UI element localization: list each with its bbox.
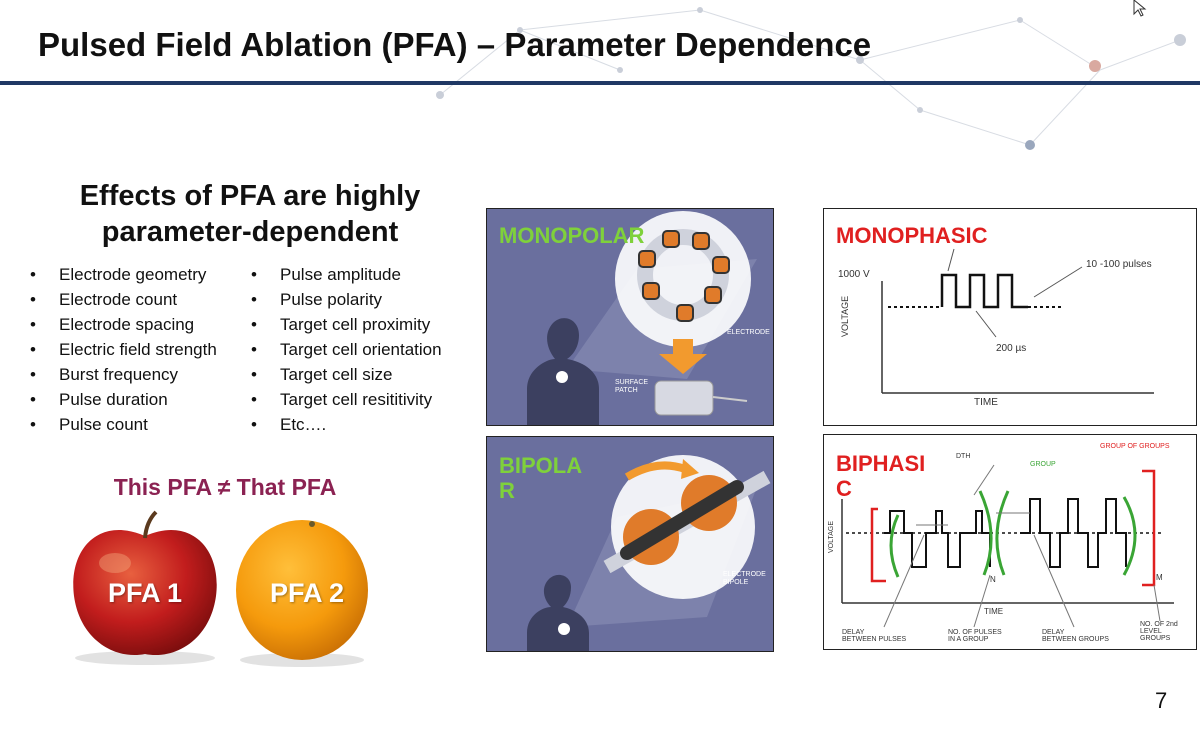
delay-between-groups: DELAY BETWEEN GROUPS	[1042, 629, 1109, 643]
bipolar-illustration	[527, 455, 771, 651]
biphasic-panel: BIPHASI C DTH GROUP GROUP OF GROUPS VOLT…	[823, 434, 1197, 650]
apple-image	[73, 510, 217, 665]
electrode-label: ELECTRODE	[727, 329, 770, 336]
orange-label: PFA 2	[270, 578, 345, 608]
list-item: Electrode geometry	[30, 264, 235, 286]
biphasic-waveform	[841, 464, 1174, 628]
apple-label: PFA 1	[108, 578, 183, 608]
no-pulses-line-1: NO. OF PULSES	[948, 629, 1002, 636]
surface-patch-line-1: SURFACE	[615, 379, 649, 386]
group-of-groups-label: GROUP OF GROUPS	[1100, 443, 1170, 450]
voltage-1000v: 1000 V	[838, 269, 870, 280]
no-groups-line-2: LEVEL	[1140, 628, 1162, 635]
biphasic-ylabel: VOLTAGE	[828, 520, 835, 553]
bipolar-label-line-1: BIPOLA	[499, 453, 583, 478]
surface-patch-line-2: PATCH	[615, 387, 638, 394]
delay-groups-line-2: BETWEEN GROUPS	[1042, 636, 1109, 643]
dth-label: DTH	[956, 453, 971, 460]
heading-line-1: Effects of PFA are highly	[79, 180, 421, 212]
no-groups-line-3: GROUPS	[1140, 635, 1171, 642]
duration-annotation: 200 µs	[996, 343, 1027, 354]
group-label: GROUP	[1030, 461, 1056, 468]
electrode-bipole-label: ELECTRODE BIPOLE	[723, 571, 766, 587]
list-item: Target cell size	[251, 364, 466, 386]
no-of-level-groups: NO. OF 2nd LEVEL GROUPS	[1140, 621, 1178, 642]
delay-pulses-line-2: BETWEEN PULSES	[842, 636, 907, 643]
bipolar-label: BIPOLA R	[499, 453, 582, 503]
biphasic-xlabel: TIME	[984, 607, 1004, 616]
monophasic-ylabel: VOLTAGE	[840, 295, 850, 337]
comparison-text: This PFA ≠ That PFA	[113, 474, 337, 500]
list-item: Pulse amplitude	[251, 264, 466, 286]
list-item: Burst frequency	[30, 364, 235, 386]
orange-image	[236, 520, 368, 667]
biphasic-label-line-1: BIPHASI	[836, 451, 926, 476]
delay-pulses-line-1: DELAY	[842, 629, 865, 636]
monophasic-xlabel: TIME	[974, 397, 998, 408]
list-item: Target cell resititivity	[251, 389, 466, 411]
biphasic-label: BIPHASI C	[836, 451, 925, 501]
monopolar-label: MONOPOLAR	[499, 223, 645, 248]
monopolar-illustration	[527, 211, 757, 425]
electrode-bipole-line-2: BIPOLE	[723, 579, 749, 586]
m-label: M	[1156, 573, 1163, 582]
list-item: Target cell orientation	[251, 339, 466, 361]
list-item: Pulse count	[30, 414, 235, 436]
monopolar-panel: MONOPOLAR ELECTRODE SURFACE PATCH	[486, 208, 774, 426]
parameter-list-2: Pulse amplitude Pulse polarity Target ce…	[251, 264, 466, 439]
monophasic-waveform	[881, 248, 1154, 394]
no-of-pulses: NO. OF PULSES IN A GROUP	[948, 629, 1002, 643]
monophasic-panel: MONOPHASIC 1000 V 10 -100 pulses 200 µs …	[823, 208, 1197, 426]
biphasic-label-line-2: C	[836, 476, 852, 501]
list-item: Pulse polarity	[251, 289, 466, 311]
electrode-bipole-line-1: ELECTRODE	[723, 571, 766, 578]
bipolar-label-line-2: R	[499, 478, 515, 503]
mouse-cursor-icon	[1133, 0, 1147, 17]
parameter-list-1: Electrode geometry Electrode count Elect…	[30, 264, 235, 439]
no-groups-line-1: NO. OF 2nd	[1140, 621, 1178, 628]
title-rule	[0, 81, 1200, 85]
delay-groups-line-1: DELAY	[1042, 629, 1065, 636]
pulses-annotation: 10 -100 pulses	[1086, 259, 1152, 270]
n-label: N	[990, 575, 996, 584]
network-decoration	[436, 7, 1186, 150]
list-item: Etc….	[251, 414, 466, 436]
list-item: Pulse duration	[30, 389, 235, 411]
list-item: Electric field strength	[30, 339, 235, 361]
page-number: 7	[1155, 688, 1168, 713]
list-item: Electrode spacing	[30, 314, 235, 336]
list-item: Target cell proximity	[251, 314, 466, 336]
slide-title: Pulsed Field Ablation (PFA) – Parameter …	[38, 26, 872, 63]
no-pulses-line-2: IN A GROUP	[948, 636, 989, 643]
delay-between-pulses: DELAY BETWEEN PULSES	[842, 629, 906, 643]
surface-patch-label: SURFACE PATCH	[615, 379, 648, 395]
heading-line-2: parameter-dependent	[101, 216, 399, 248]
bipolar-panel: BIPOLA R ELECTRODE BIPOLE	[486, 436, 774, 652]
monophasic-label: MONOPHASIC	[836, 223, 988, 248]
list-item: Electrode count	[30, 289, 235, 311]
left-heading: Effects of PFA are highly parameter-depe…	[40, 178, 460, 250]
